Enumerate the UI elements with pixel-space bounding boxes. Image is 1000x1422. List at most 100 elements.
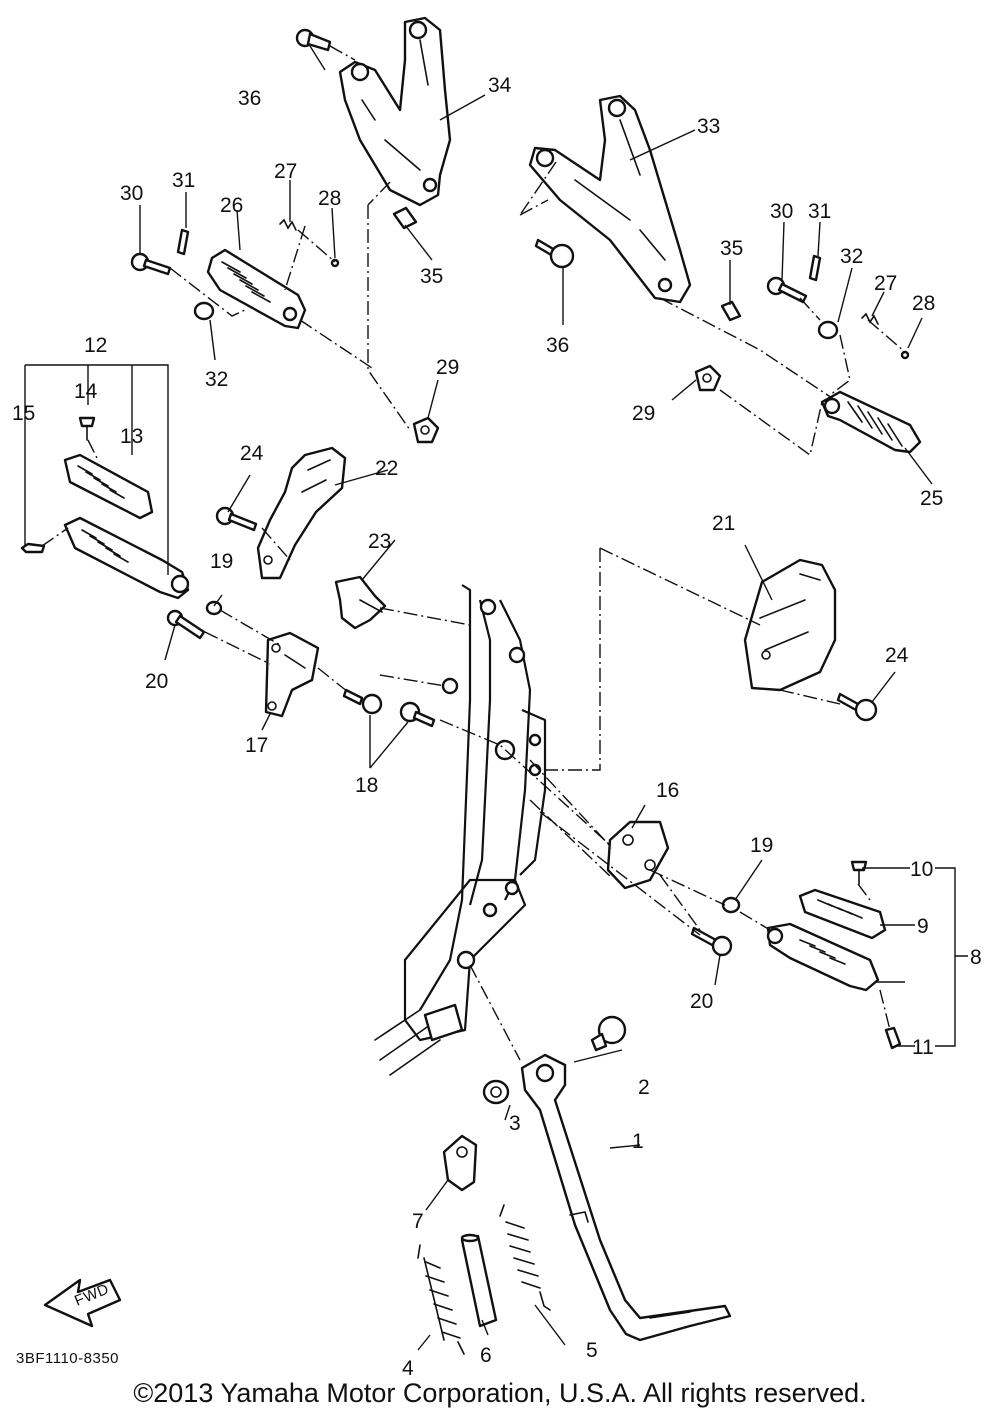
callout-5: 5 (586, 1339, 598, 1362)
callout-10: 10 (910, 858, 933, 881)
spring-27-left (279, 218, 297, 231)
callout-30-left: 30 (120, 182, 143, 205)
callout-32-right: 32 (840, 245, 863, 268)
spring-5 (499, 1204, 551, 1311)
callout-26: 26 (220, 194, 243, 217)
callout-8: 8 (970, 946, 982, 969)
pin-35-left (392, 206, 418, 230)
callout-19-right: 19 (750, 834, 773, 857)
guard-23 (334, 575, 387, 630)
bolt-15 (20, 542, 46, 554)
callout-36-right: 36 (546, 334, 569, 357)
pin-31-left (176, 228, 190, 256)
nut-3 (482, 1079, 510, 1105)
callout-22: 22 (375, 457, 398, 480)
callout-2: 2 (638, 1076, 650, 1099)
spring-4 (417, 1244, 465, 1355)
callout-24-right: 24 (885, 644, 909, 667)
callout-27-right: 27 (874, 272, 897, 295)
callout-23: 23 (368, 530, 391, 553)
bracket-7 (442, 1134, 478, 1192)
callout-29-left: 29 (436, 356, 459, 379)
pin-31-right (808, 254, 822, 282)
footrest-8 (766, 922, 880, 992)
callout-3: 3 (509, 1112, 521, 1135)
callout-30-right: 30 (770, 200, 793, 223)
callout-numbers: 1 2 3 4 5 6 7 8 9 10 11 12 13 14 15 16 1… (12, 74, 982, 1380)
callout-32-left: 32 (205, 368, 228, 391)
bolt-11 (884, 1026, 902, 1050)
callout-7: 7 (412, 1210, 424, 1233)
callout-35-right: 35 (720, 237, 743, 260)
footrest-25 (820, 390, 922, 454)
ball-28-right (900, 350, 910, 360)
bolt-20-left (166, 609, 206, 640)
protector-21 (743, 558, 837, 692)
callout-11: 11 (912, 1036, 934, 1059)
washer-32-right (817, 320, 839, 340)
callout-17: 17 (245, 734, 268, 757)
bolt-20-right (690, 926, 733, 957)
rear-footrest-bracket-33 (528, 94, 692, 304)
callout-4: 4 (402, 1357, 414, 1380)
callout-24-left: 24 (240, 442, 264, 465)
callout-6: 6 (480, 1344, 492, 1367)
pin-35-right (720, 300, 742, 322)
footrest-rubber-13 (63, 453, 154, 520)
callout-33: 33 (697, 115, 720, 138)
collar-29-right (694, 364, 722, 392)
washer-19-right (721, 896, 741, 914)
callout-34: 34 (488, 74, 512, 97)
callout-27-left: 27 (274, 160, 297, 183)
bolt-24-right (836, 692, 878, 722)
washer-19-left (205, 600, 223, 616)
callout-19-left: 19 (210, 550, 233, 573)
screw-10 (850, 860, 868, 885)
protector-22 (256, 446, 347, 580)
callout-14: 14 (74, 380, 98, 403)
callout-1: 1 (632, 1130, 644, 1153)
ball-28-left (330, 258, 340, 268)
callout-15: 15 (12, 402, 35, 425)
callout-18: 18 (355, 774, 378, 797)
assembly-lines (41, 45, 906, 1061)
bolt-24-left (215, 506, 258, 532)
callout-12: 12 (84, 334, 107, 357)
callout-35-left: 35 (420, 265, 443, 288)
footrest-12 (63, 516, 190, 600)
bolt-2 (590, 1015, 627, 1052)
callout-16: 16 (656, 779, 679, 802)
callout-20-left: 20 (145, 670, 168, 693)
callout-20-right: 20 (690, 990, 713, 1013)
callout-31-left: 31 (172, 169, 195, 192)
diagram-code: 3BF1110-8350 (16, 1350, 119, 1367)
callout-36-left: 36 (238, 87, 261, 110)
copyright-notice: ©2013 Yamaha Motor Corporation, U.S.A. A… (133, 1378, 867, 1408)
washer-32-left (193, 301, 215, 321)
callout-25: 25 (920, 487, 943, 510)
callout-31-right: 31 (808, 200, 831, 223)
bracket-17 (264, 631, 320, 718)
callout-13: 13 (120, 425, 143, 448)
frame-section (374, 584, 547, 1076)
bolts-18 (342, 688, 436, 728)
bolt-36-right (534, 238, 575, 269)
sidestand-1 (520, 1053, 732, 1342)
footrest-26 (206, 248, 307, 330)
footrest-rubber-9 (798, 888, 887, 940)
bracket-16 (606, 820, 670, 890)
callout-28-left: 28 (318, 187, 341, 210)
callout-9: 9 (917, 915, 929, 938)
bolt-30-right (766, 276, 808, 304)
collar-29-left (412, 416, 440, 444)
screw-14 (78, 416, 96, 441)
fwd-arrow: FWD (43, 1278, 122, 1328)
bolt-30-left (130, 252, 172, 276)
callout-29-right: 29 (632, 402, 655, 425)
leader-lines (24, 45, 968, 1351)
bolt-36-left (295, 28, 332, 52)
callout-28-right: 28 (912, 292, 935, 315)
rear-footrest-bracket-34 (338, 16, 452, 207)
callout-21: 21 (712, 512, 735, 535)
